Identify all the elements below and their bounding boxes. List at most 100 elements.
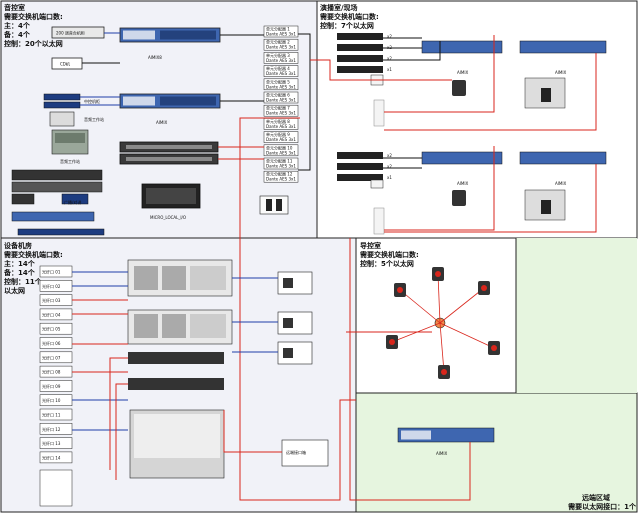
svg-text:音控室: 音控室 — [4, 3, 25, 12]
connection-lines — [72, 32, 597, 501]
guide-speakers — [386, 267, 500, 379]
wire — [239, 117, 300, 238]
splitter-model: Dante AES 3x1 — [266, 45, 296, 50]
splitter-unit — [263, 157, 299, 170]
port-unit — [39, 322, 73, 335]
port-unit — [39, 423, 73, 435]
splitter-label: 单元分配器 1 — [266, 26, 290, 32]
svg-text:控制：20个以太网: 控制：20个以太网 — [4, 39, 63, 48]
wire — [115, 383, 128, 480]
port-label: 光纤口 01 — [42, 269, 61, 275]
splitter-label: 单元分配器 11 — [266, 158, 293, 164]
splitter-unit — [263, 25, 299, 38]
remote-box: 远端接口箱 — [281, 439, 329, 467]
splitter-unit — [263, 38, 299, 51]
splitter-model: Dante AES 3x1 — [266, 98, 296, 103]
aimix-backup-unit: AIMIX — [119, 93, 221, 125]
port-label: 光纤口 08 — [42, 369, 61, 375]
splitter-model: Dante AES 3x1 — [266, 137, 296, 142]
splitter-model: Dante AES 3x1 — [266, 177, 296, 182]
splitter-model: Dante AES 3x1 — [266, 150, 296, 155]
splitter-model: Dante AES 3x1 — [266, 71, 296, 76]
svg-text:AIMIX: AIMIX — [555, 70, 567, 75]
splitter-unit — [263, 131, 299, 143]
stage-interfaces — [277, 271, 313, 365]
splitter-label: 单元分配器 6 — [266, 92, 290, 98]
recording-rack-lower: x2 x2 x1 — [337, 152, 392, 235]
svg-text:音频工作站: 音频工作站 — [60, 158, 80, 164]
svg-text:CD机: CD机 — [60, 61, 70, 67]
svg-text:AIMIX: AIMIX — [555, 181, 567, 186]
wire — [384, 164, 597, 233]
wire — [384, 146, 495, 231]
svg-text:主：14个: 主：14个 — [4, 259, 36, 268]
mic-local-io: MICRO_LOCAL_I/O — [141, 183, 201, 220]
wire — [223, 410, 282, 453]
port-unit — [39, 451, 73, 464]
machine-switch — [128, 352, 224, 390]
svg-text:MICRO_LOCAL_I/O: MICRO_LOCAL_I/O — [150, 215, 186, 220]
svg-text:x2: x2 — [387, 164, 392, 169]
splitter-model: Dante AES 3x1 — [266, 111, 296, 116]
svg-text:中控机柜: 中控机柜 — [84, 98, 100, 104]
port-label: 光纤口 06 — [42, 340, 61, 346]
speaker-line — [437, 273, 441, 324]
stagebox-a — [127, 259, 233, 297]
speaker-cone — [441, 369, 447, 375]
svg-text:x1: x1 — [387, 67, 392, 72]
svg-text:AIMIX: AIMIX — [457, 70, 469, 75]
recording-speakers — [452, 77, 566, 221]
guide-room-label: 导控室 需要交换机端口数: 控制：5个以太网 — [360, 241, 419, 268]
monitor-control — [259, 195, 289, 215]
svg-text:需要交换机端口数:: 需要交换机端口数: — [4, 250, 63, 259]
svg-text:需要交换机端口数:: 需要交换机端口数: — [320, 12, 379, 21]
splitter-label: 单元分配器 12 — [266, 171, 293, 177]
port-label: 光纤口 07 — [42, 354, 61, 360]
splitter-unit — [263, 52, 299, 64]
port-unit — [39, 408, 73, 421]
wire — [298, 33, 311, 171]
port-label: 光纤口 12 — [42, 426, 61, 432]
svg-text:设备机房: 设备机房 — [4, 241, 32, 250]
speaker-cone — [491, 345, 497, 351]
rack-b: 音频工作站 — [49, 111, 104, 127]
splitter-unit — [263, 65, 299, 77]
splitter-label: 单元分配器 9 — [266, 131, 290, 137]
port-label: 光纤口 05 — [42, 326, 61, 332]
svg-text:以太网: 以太网 — [4, 286, 25, 295]
port-unit — [39, 437, 73, 449]
svg-text:远端接口箱: 远端接口箱 — [286, 449, 306, 455]
speaker-cone — [481, 285, 487, 291]
svg-text:音频工作站: 音频工作站 — [84, 116, 104, 122]
speaker-line — [439, 322, 495, 349]
svg-text:x2: x2 — [387, 34, 392, 39]
svg-text:x1: x1 — [387, 175, 392, 180]
svg-text:AIMIX8: AIMIX8 — [148, 55, 162, 60]
svg-text:x2: x2 — [387, 153, 392, 158]
port-label: 光纤口 09 — [42, 383, 61, 389]
splitter-unit — [263, 91, 299, 104]
svg-text:导控室: 导控室 — [360, 241, 381, 250]
processor-rack: 200 调音台机柜 — [51, 26, 105, 39]
port-label: 光纤口 13 — [42, 440, 61, 446]
recording-aimix-units: AIMIX AIMIX AIMIX AIMIX — [421, 40, 607, 186]
remote-area — [355, 392, 638, 513]
splitter-label: 单元分配器 5 — [266, 78, 290, 84]
port-label: 光纤口 10 — [42, 397, 61, 403]
svg-text:AIMIX: AIMIX — [156, 120, 168, 125]
svg-text:备：4个: 备：4个 — [3, 30, 31, 39]
wire — [349, 238, 471, 501]
remote-area-upper — [516, 238, 637, 393]
svg-text:广播/对讲: 广播/对讲 — [64, 199, 81, 205]
port-label: 光纤口 03 — [42, 297, 61, 303]
speaker-line — [439, 322, 445, 373]
splitter-label: 单元分配器 3 — [266, 52, 290, 58]
svg-text:需要交换机端口数:: 需要交换机端口数: — [4, 12, 63, 21]
svg-text:AIMIX: AIMIX — [436, 451, 448, 456]
remote-area-label: 远端区域 需要以太网接口：1个 — [568, 493, 637, 511]
guide-room-area — [355, 237, 517, 394]
stagebox-b — [127, 309, 233, 345]
svg-text:备：14个: 备：14个 — [3, 268, 36, 277]
